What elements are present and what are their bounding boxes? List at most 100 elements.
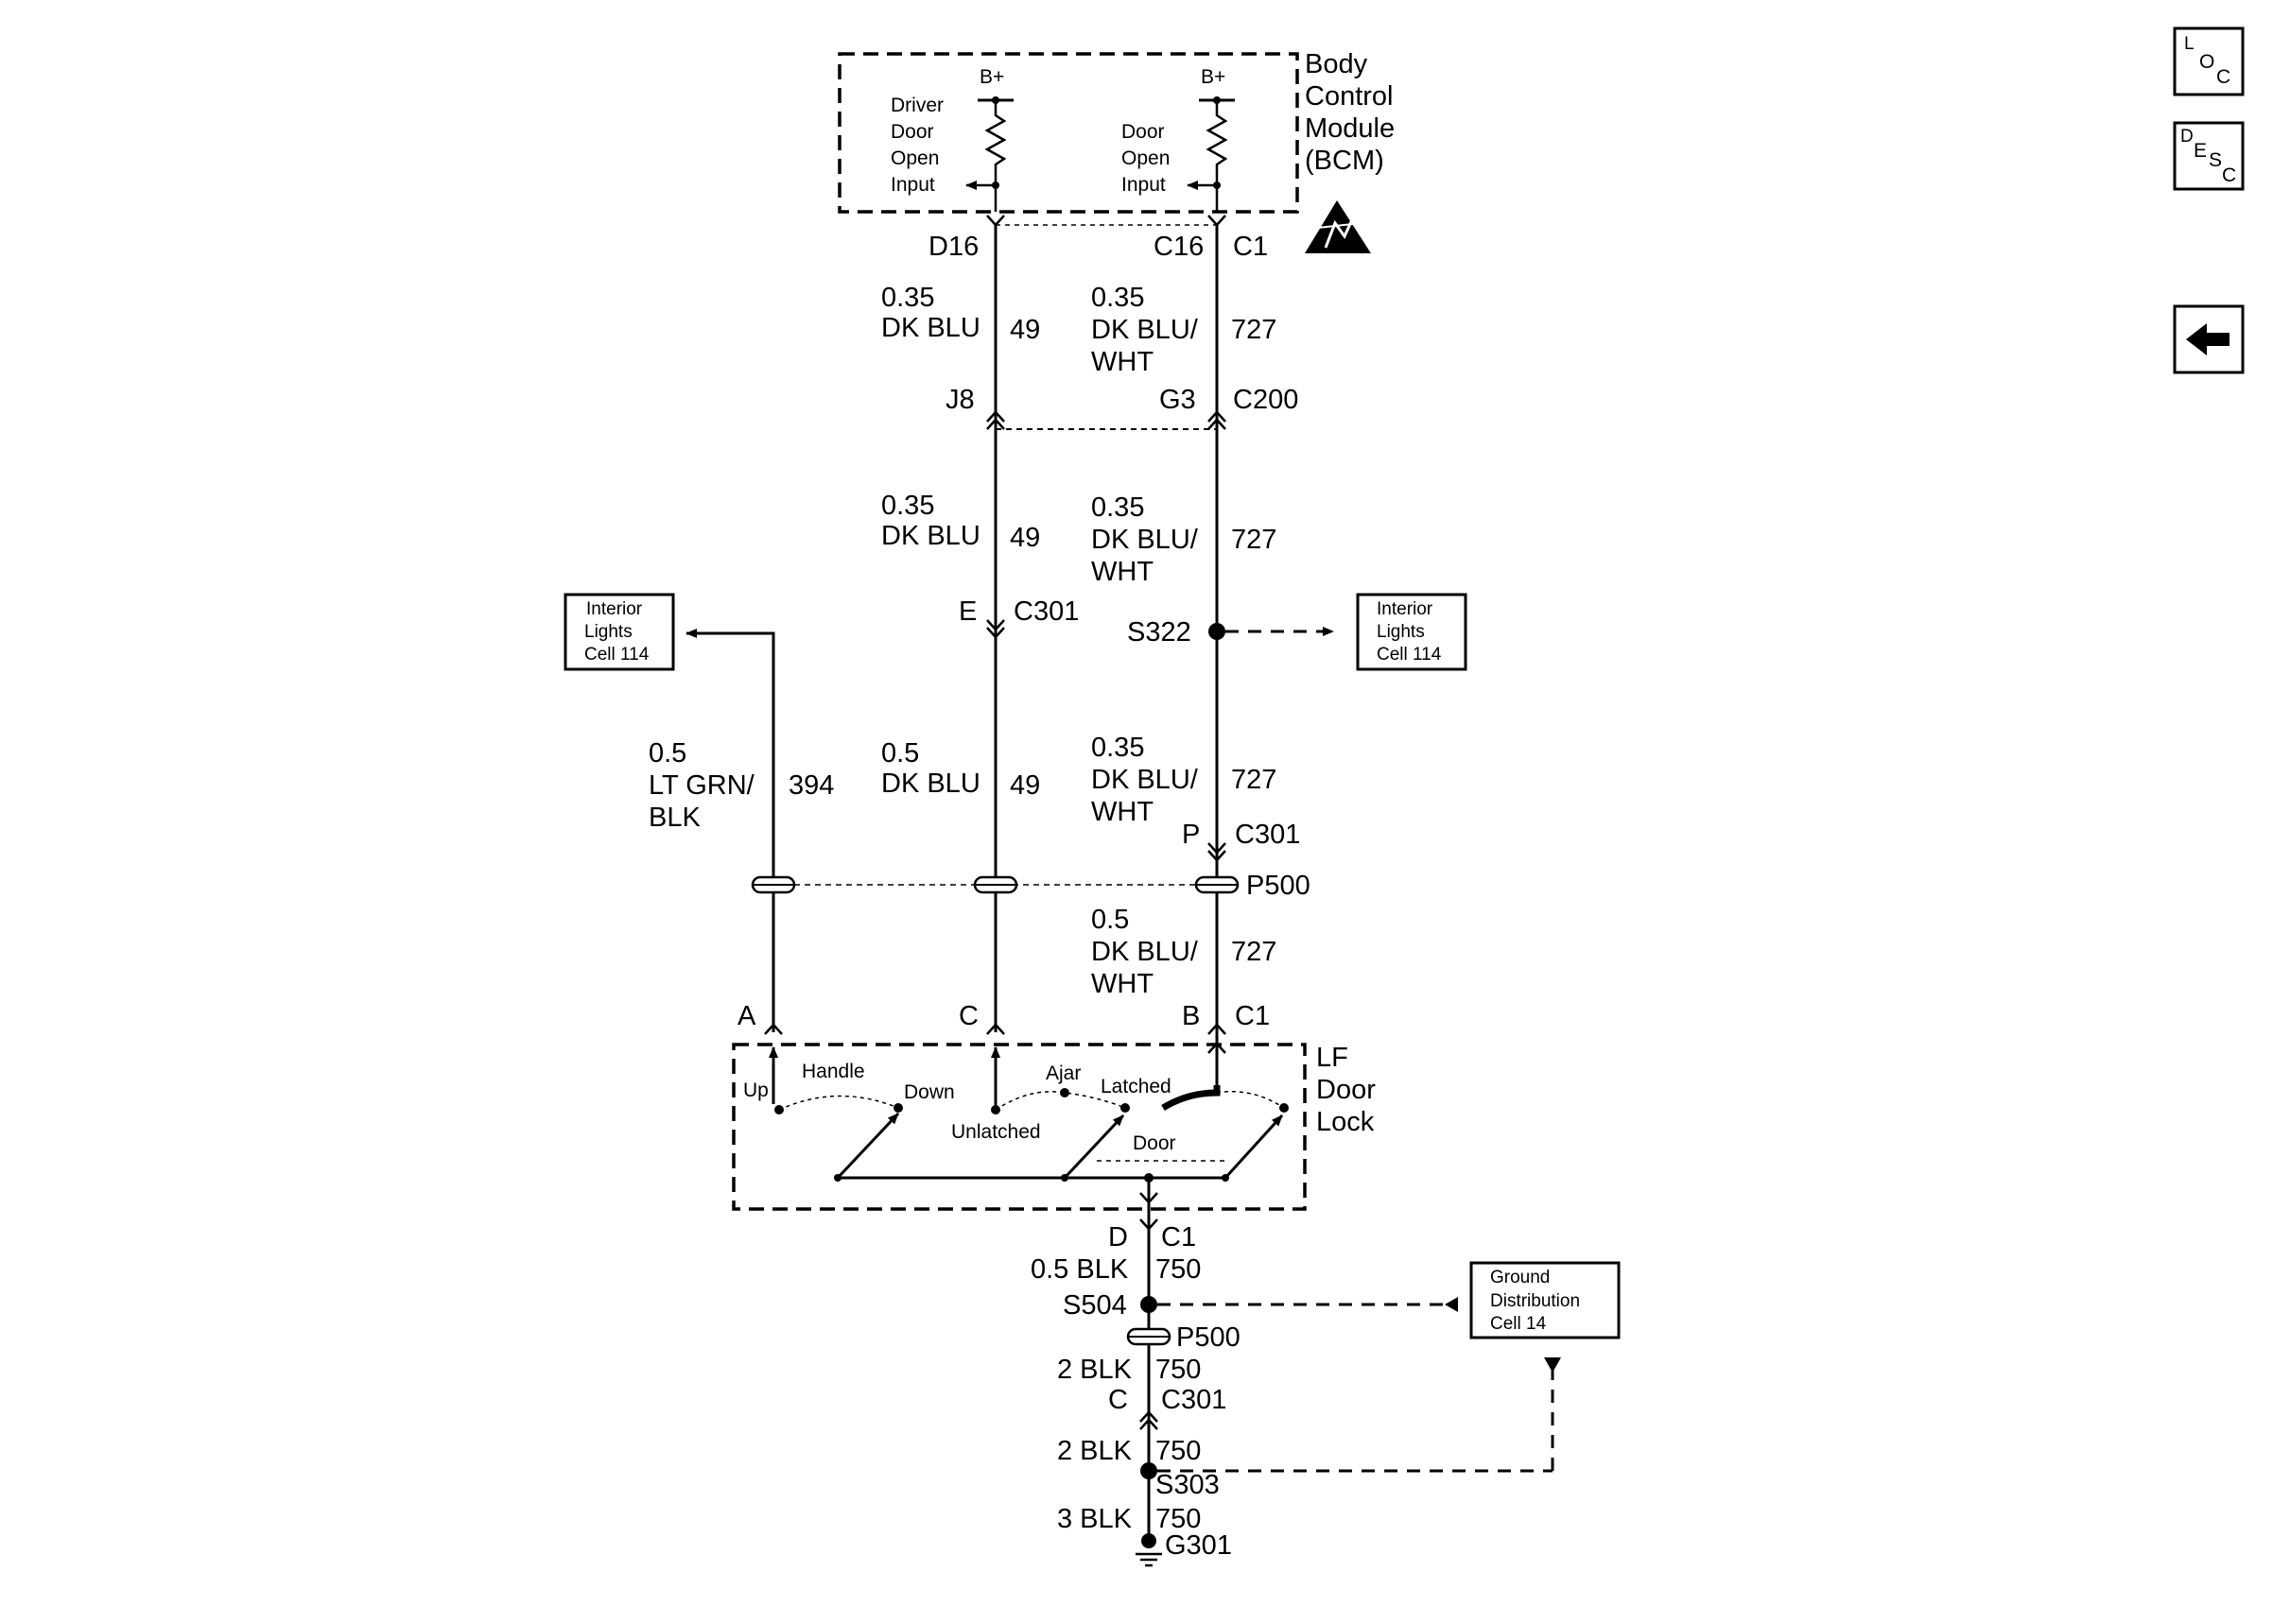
lf-door-lock: LF Door Lock Up Handle Down Unlatched Aj… [732, 1032, 1376, 1211]
desc-letter-c: C [2222, 164, 2236, 186]
bcm-connector-marks [986, 215, 1226, 227]
back-button[interactable] [2173, 304, 2245, 374]
pin-a: A [737, 1001, 756, 1031]
splice-s303: S303 [1155, 1470, 1220, 1500]
w394-circuit: 394 [789, 770, 834, 801]
desc-letter-e: E [2194, 140, 2207, 162]
c301-b-connector-marks [1207, 842, 1226, 862]
ground-circuit-3: 750 [1155, 1436, 1201, 1466]
w727-circuit-3: 727 [1231, 765, 1276, 795]
pin-j8: J8 [946, 385, 975, 415]
w727-color-2a: DK BLU/ [1091, 525, 1199, 555]
splice-s504-dot [1140, 1296, 1157, 1313]
pin-e: E [959, 596, 977, 627]
conn-c1-lock: C1 [1235, 1001, 1270, 1031]
ground-circuit-1: 750 [1155, 1254, 1201, 1285]
interior-right-line-3: Cell 114 [1377, 645, 1442, 665]
splice-s322-dot [1208, 623, 1225, 640]
ground-g301: G301 [1165, 1530, 1232, 1561]
interior-left-line-2: Lights [584, 622, 633, 642]
splice-s303-dot [1140, 1462, 1157, 1479]
w49-color-2: DK BLU [881, 521, 980, 551]
loc-button[interactable]: L O C [2173, 26, 2245, 96]
interior-lights-right-box[interactable]: Interior Lights Cell 114 [1356, 593, 1467, 671]
bplus-label-right: B+ [1201, 66, 1225, 88]
desc-button[interactable]: D E S C [2173, 121, 2245, 191]
loc-letter-l: L [2184, 34, 2195, 54]
loc-letter-o: O [2199, 51, 2214, 73]
conn-c200: C200 [1233, 385, 1298, 415]
ground-dist-line-3: Cell 14 [1490, 1314, 1547, 1334]
resistor-left [984, 100, 1007, 185]
driver-input-line-2: Door [891, 121, 934, 143]
ground-wire-2: 2 BLK [1057, 1355, 1133, 1385]
door-input-line-1: Door [1121, 121, 1165, 143]
ground-wire-4: 3 BLK [1057, 1504, 1133, 1534]
driver-input-line-3: Open [891, 147, 939, 169]
door-lock-outline [732, 1043, 1307, 1211]
ground-dist-line-1: Ground [1490, 1268, 1550, 1287]
ground-circuit-2: 750 [1155, 1355, 1201, 1385]
ground-dist-line-2: Distribution [1490, 1291, 1580, 1311]
pin-p: P [1182, 820, 1200, 850]
driver-input-line-1: Driver [891, 95, 944, 116]
w727-size-4: 0.5 [1091, 905, 1129, 935]
pin-b: B [1182, 1001, 1200, 1031]
w49-circuit-1: 49 [1010, 315, 1040, 345]
w49-size-1: 0.35 [881, 283, 934, 313]
bcm-title-line-4: (BCM) [1305, 146, 1384, 176]
ground-wire-3: 2 BLK [1057, 1436, 1133, 1466]
label-up: Up [743, 1080, 769, 1101]
bcm-title-line-2: Control [1305, 81, 1394, 112]
esd-warning-icon [1305, 200, 1371, 253]
ground-wire-1: 0.5 BLK [1031, 1254, 1129, 1285]
ground-distribution-box[interactable]: Ground Distribution Cell 14 [1469, 1261, 1621, 1339]
w727-size-1: 0.35 [1091, 283, 1144, 313]
splice-s504: S504 [1063, 1290, 1127, 1321]
w727-color-4b: WHT [1091, 969, 1154, 999]
bcm-title-line-1: Body [1305, 49, 1368, 79]
pin-c: C [959, 1001, 979, 1031]
conn-p500-a: P500 [1246, 871, 1310, 901]
conn-c301-a: C301 [1014, 596, 1079, 627]
ground-pin-c: C [1108, 1385, 1128, 1415]
door-input-line-2: Open [1121, 147, 1170, 169]
resistor-right [1206, 100, 1228, 185]
label-down: Down [904, 1081, 955, 1103]
conn-c301-b: C301 [1235, 820, 1300, 850]
w394-color-b: BLK [649, 803, 701, 833]
door-input-line-3: Input [1121, 174, 1166, 196]
w727-size-3: 0.35 [1091, 733, 1144, 763]
pin-g3: G3 [1159, 385, 1196, 415]
ground-conn-p500: P500 [1176, 1322, 1241, 1353]
driver-input-line-4: Input [891, 174, 935, 196]
w727-circuit-2: 727 [1231, 525, 1276, 555]
interior-left-line-1: Interior [586, 599, 643, 619]
label-handle: Handle [802, 1061, 865, 1082]
w394-size: 0.5 [649, 738, 686, 769]
pin-d16: D16 [928, 232, 979, 262]
w49-size-3: 0.5 [881, 738, 919, 769]
c301-a-connector-marks [986, 619, 1005, 639]
w49-size-2: 0.35 [881, 491, 934, 521]
w49-circuit-2: 49 [1010, 523, 1040, 553]
latched-contact [1161, 1085, 1221, 1112]
label-ajar: Ajar [1046, 1063, 1081, 1084]
interior-right-line-1: Interior [1377, 599, 1433, 619]
interior-right-line-2: Lights [1377, 622, 1425, 642]
w727-color-2b: WHT [1091, 557, 1154, 587]
w49-color-1: DK BLU [881, 313, 980, 343]
w727-color-1b: WHT [1091, 347, 1154, 377]
label-latched: Latched [1101, 1076, 1171, 1097]
door-lock-title-2: Door [1316, 1075, 1376, 1105]
desc-letter-s: S [2209, 149, 2222, 171]
ground-conn-c1: C1 [1161, 1222, 1196, 1253]
pin-c16: C16 [1154, 232, 1204, 262]
p500-pass-through [751, 875, 1240, 894]
w727-color-4a: DK BLU/ [1091, 937, 1199, 967]
interior-lights-left-box[interactable]: Interior Lights Cell 114 [564, 593, 675, 671]
ground-conn-c301: C301 [1161, 1385, 1226, 1415]
loc-letter-c: C [2216, 66, 2230, 88]
bcm-module: Body Control Module (BCM) B+ Driver Door… [838, 49, 1395, 253]
